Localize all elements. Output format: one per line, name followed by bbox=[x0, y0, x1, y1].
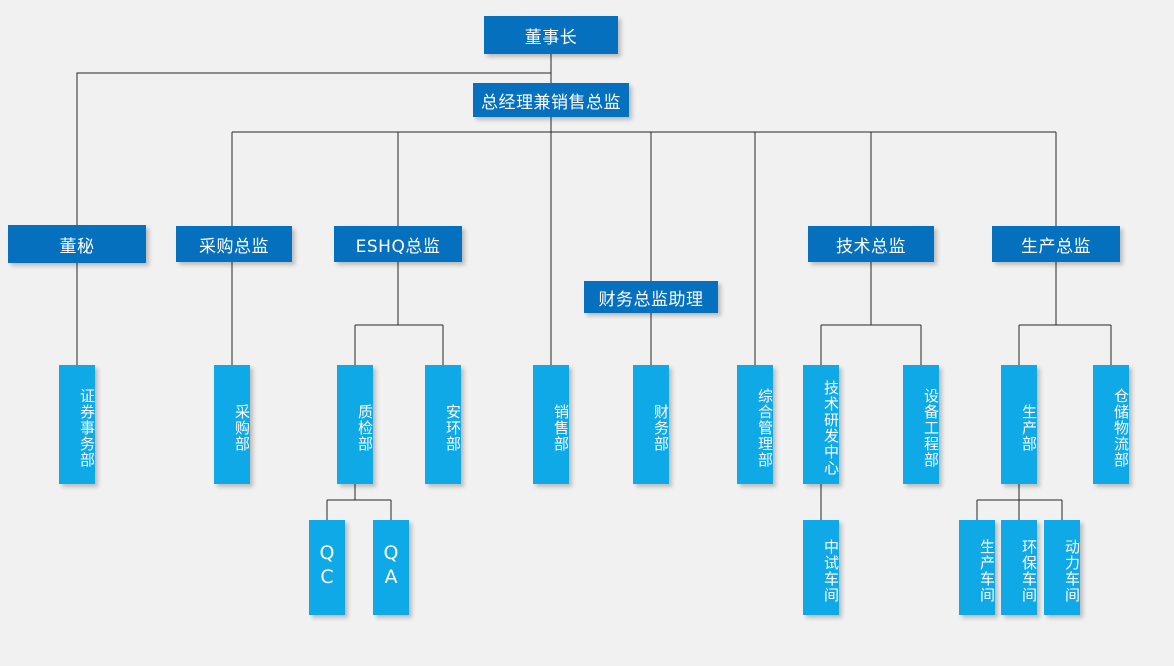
node-tech-rd-center[interactable]: 技术研发中心 bbox=[803, 365, 840, 484]
node-procurement-dept[interactable]: 采购部 bbox=[214, 365, 251, 484]
node-equipment-engineering-dept[interactable]: 设备工程部 bbox=[903, 365, 940, 484]
node-sales-dept[interactable]: 销售部 bbox=[533, 365, 570, 484]
node-board-secretary[interactable]: 董秘 bbox=[8, 225, 146, 263]
node-finance-dept-label: 财务部 bbox=[652, 403, 670, 452]
node-technical-director-label: 技术总监 bbox=[836, 236, 906, 257]
node-eshq-director[interactable]: ESHQ总监 bbox=[334, 226, 462, 262]
node-warehouse-logistics-dept-label: 仓储物流部 bbox=[1112, 387, 1130, 468]
node-pilot-workshop-label: 中试车间 bbox=[822, 538, 840, 603]
node-production-dept-label: 生产部 bbox=[1020, 403, 1038, 452]
node-board-secretary-label: 董秘 bbox=[59, 236, 95, 257]
node-securities-affairs-dept-label: 证券事务部 bbox=[78, 387, 96, 468]
node-warehouse-logistics-dept[interactable]: 仓储物流部 bbox=[1093, 365, 1130, 484]
node-power-workshop[interactable]: 动力车间 bbox=[1044, 520, 1081, 615]
node-procurement-director[interactable]: 采购总监 bbox=[176, 226, 292, 262]
node-procurement-director-label: 采购总监 bbox=[199, 236, 269, 257]
node-general-management-dept-label: 综合管理部 bbox=[756, 387, 774, 468]
node-gm-sales-director[interactable]: 总经理兼销售总监 bbox=[473, 83, 629, 117]
node-sales-dept-label: 销售部 bbox=[552, 403, 570, 452]
node-eshq-director-label: ESHQ总监 bbox=[355, 236, 441, 257]
node-safety-environment-dept[interactable]: 安环部 bbox=[425, 365, 462, 484]
node-chairman[interactable]: 董事长 bbox=[484, 16, 618, 54]
node-tech-rd-center-label: 技术研发中心 bbox=[822, 379, 840, 476]
node-finance-director-assistant[interactable]: 财务总监助理 bbox=[584, 281, 718, 313]
node-securities-affairs-dept[interactable]: 证券事务部 bbox=[59, 365, 96, 484]
node-production-dept[interactable]: 生产部 bbox=[1001, 365, 1038, 484]
node-equipment-engineering-dept-label: 设备工程部 bbox=[922, 387, 940, 468]
node-technical-director[interactable]: 技术总监 bbox=[808, 226, 934, 262]
node-environmental-workshop[interactable]: 环保车间 bbox=[1001, 520, 1038, 615]
node-finance-director-assistant-label: 财务总监助理 bbox=[598, 289, 704, 310]
node-qc-label: Q C bbox=[319, 542, 335, 588]
node-qa[interactable]: Q A bbox=[373, 520, 409, 615]
node-pilot-workshop[interactable]: 中试车间 bbox=[803, 520, 840, 615]
node-procurement-dept-label: 采购部 bbox=[233, 403, 251, 452]
node-gm-sales-director-label: 总经理兼销售总监 bbox=[481, 92, 621, 113]
node-safety-environment-dept-label: 安环部 bbox=[444, 403, 462, 452]
node-qc[interactable]: Q C bbox=[309, 520, 345, 615]
node-qa-label: Q A bbox=[383, 542, 399, 588]
node-finance-dept[interactable]: 财务部 bbox=[633, 365, 670, 484]
node-production-director[interactable]: 生产总监 bbox=[992, 226, 1120, 262]
node-power-workshop-label: 动力车间 bbox=[1063, 538, 1081, 603]
node-quality-inspection-dept-label: 质检部 bbox=[356, 403, 374, 452]
node-environmental-workshop-label: 环保车间 bbox=[1020, 538, 1038, 603]
node-general-management-dept[interactable]: 综合管理部 bbox=[737, 365, 774, 484]
node-production-workshop-label: 生产车间 bbox=[978, 538, 996, 603]
node-production-director-label: 生产总监 bbox=[1021, 236, 1091, 257]
node-production-workshop[interactable]: 生产车间 bbox=[959, 520, 996, 615]
node-quality-inspection-dept[interactable]: 质检部 bbox=[337, 365, 374, 484]
node-chairman-label: 董事长 bbox=[524, 27, 578, 48]
